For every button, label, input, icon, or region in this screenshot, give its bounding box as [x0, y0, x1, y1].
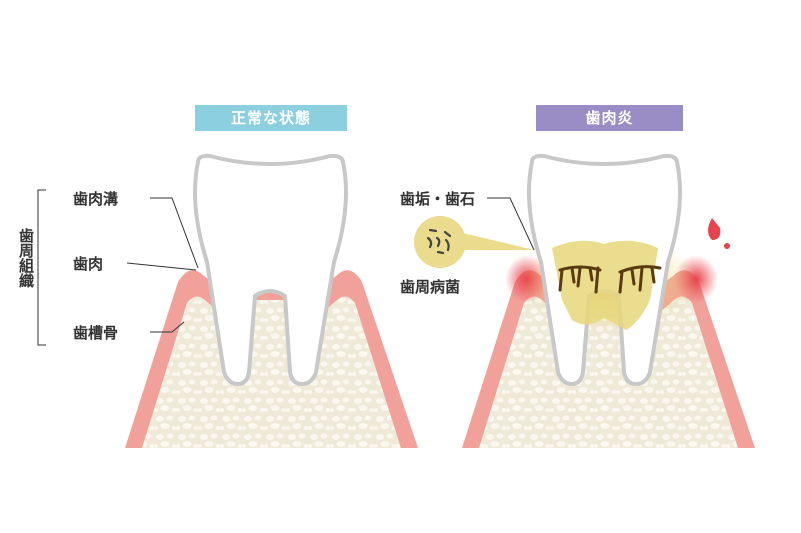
- group-bracket: [37, 189, 46, 346]
- blood-drop-large: [708, 218, 721, 240]
- gingivitis-tooth-illustration: [462, 153, 755, 448]
- bone-label: 歯槽骨: [73, 324, 119, 342]
- normal-tooth-illustration: [125, 153, 418, 448]
- gingivitis-badge: 歯肉炎: [536, 105, 683, 131]
- sulcus-leader-line: [150, 197, 199, 269]
- gingivitis-bone: [479, 296, 738, 448]
- plaque-layer: [552, 240, 658, 330]
- periodontal-tissue-label: 歯周組織: [17, 228, 35, 288]
- normal-state-badge: 正常な状態: [195, 105, 347, 131]
- normal-leader-lines: [37, 189, 199, 346]
- blood-drop-small: [724, 243, 730, 249]
- gum-leader-line: [126, 262, 197, 271]
- normal-tooth: [193, 153, 348, 387]
- tartar-streaks: [558, 265, 662, 294]
- normal-bone: [142, 296, 401, 448]
- bacteria-icon: [426, 228, 452, 255]
- bone-leader-line: [150, 321, 185, 333]
- plaque-tartar-label: 歯垢・歯石: [400, 190, 476, 208]
- bacteria-label: 歯周病菌: [400, 278, 461, 296]
- plaque-leader-line: [487, 197, 535, 251]
- gum-label: 歯肉: [73, 255, 104, 273]
- callout-pointer: [450, 230, 534, 250]
- sulcus-label: 歯肉溝: [73, 190, 119, 208]
- bacteria-callout: [414, 216, 534, 268]
